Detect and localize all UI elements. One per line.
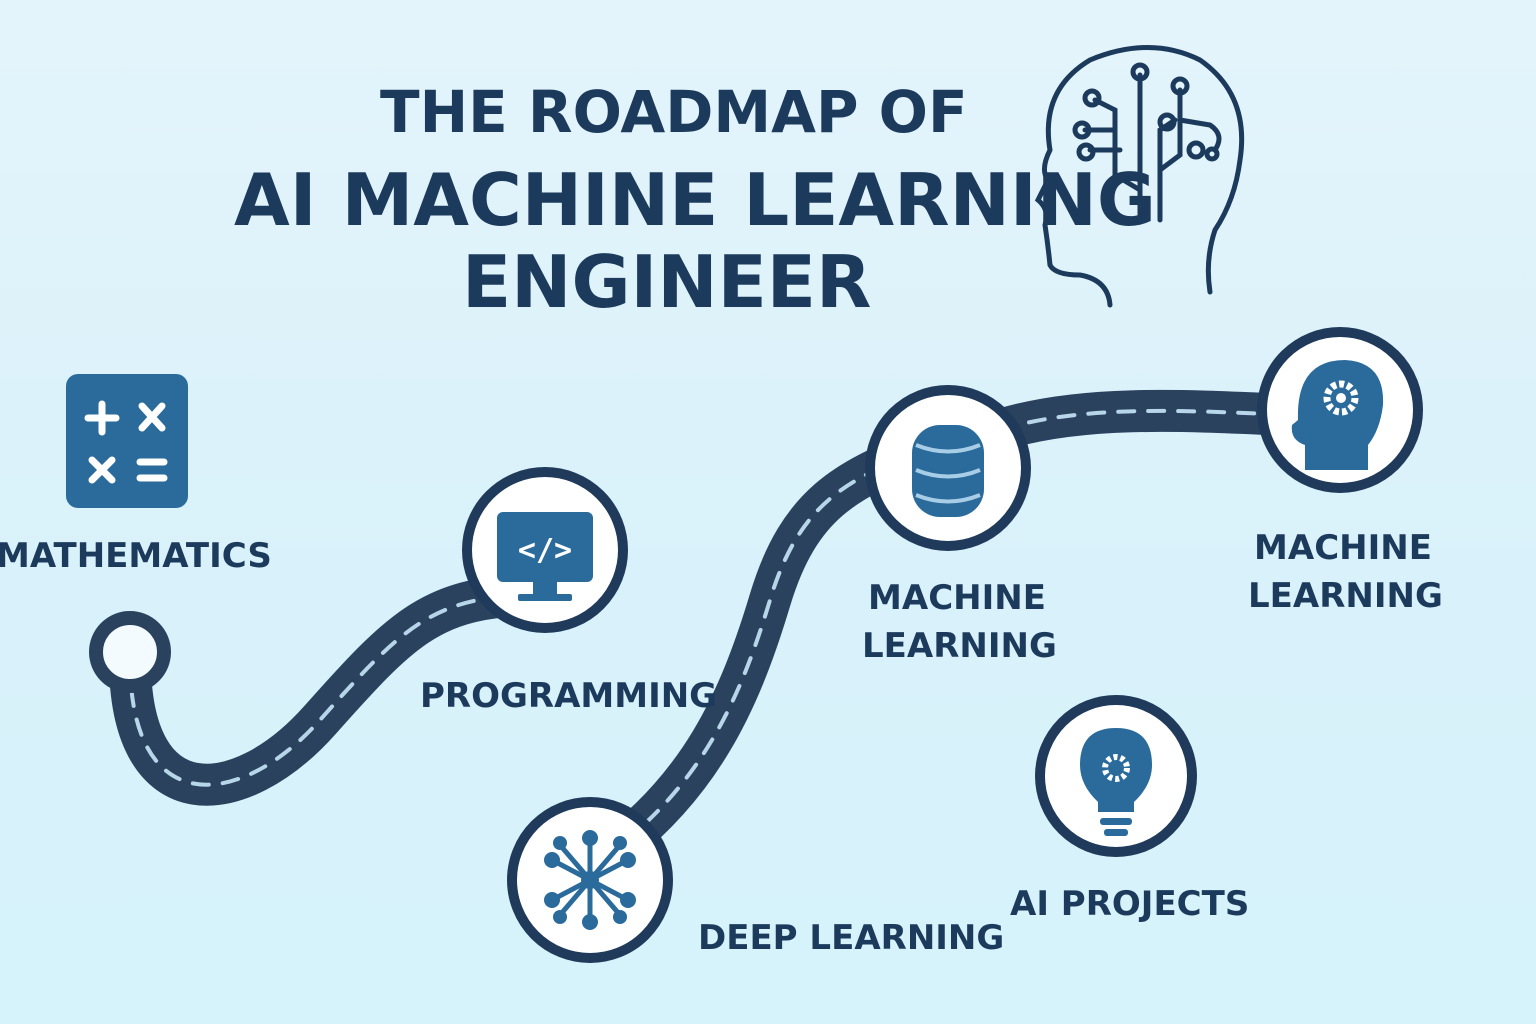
label-line: MACHINE: [1254, 528, 1432, 568]
label-programming: PROGRAMMING: [420, 676, 718, 716]
code-monitor-icon: </>: [462, 467, 628, 633]
brain-head-icon: [1034, 45, 1245, 308]
neural-network-icon: [507, 797, 673, 963]
svg-text:</>: </>: [518, 533, 572, 568]
label-line: MACHINE: [868, 578, 1046, 618]
road: [109, 389, 1311, 881]
start-marker: [89, 611, 171, 693]
head-gear-icon: [1257, 327, 1423, 493]
label-deep-learning: DEEP LEARNING: [698, 918, 1005, 958]
label-mathematics: MATHEMATICS: [0, 536, 272, 576]
title-line-3: ENGINEER: [462, 240, 872, 324]
label-machine-learning-2: MACHINE LEARNING: [1248, 524, 1443, 620]
label-machine-learning-1: MACHINE LEARNING: [862, 574, 1057, 670]
label-line: LEARNING: [1248, 576, 1443, 616]
label-ai-projects: AI PROJECTS: [1010, 884, 1250, 924]
calculator-icon: [66, 374, 188, 508]
title-line-1: THE ROADMAP OF: [380, 78, 968, 146]
database-icon: [865, 385, 1031, 551]
lightbulb-gear-icon: [1035, 695, 1197, 857]
label-line: LEARNING: [862, 626, 1057, 666]
title-line-2: AI MACHINE LEARNING: [234, 158, 1156, 242]
